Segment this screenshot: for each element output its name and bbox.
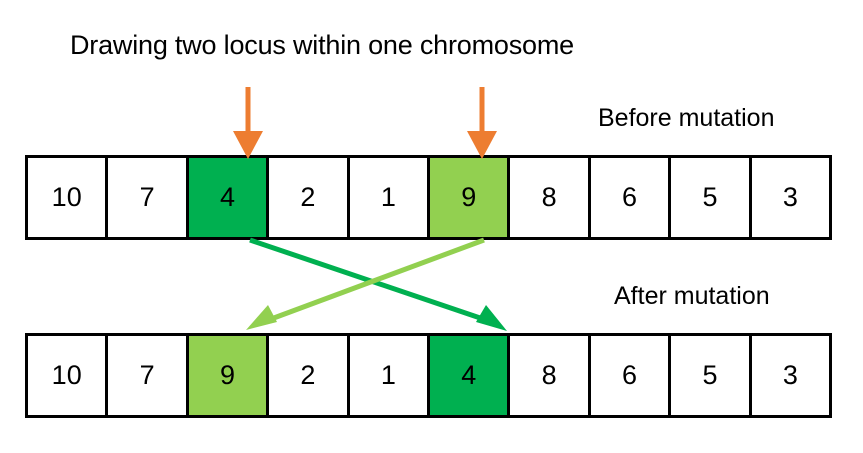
gene-cell-locus-a: 9 [188,336,270,415]
label-after-mutation: After mutation [614,282,770,310]
gene-cell: 10 [28,336,109,415]
gene-cell: 7 [108,158,189,237]
gene-cell: 5 [671,336,752,415]
page-title: Drawing two locus within one chromosome [70,30,574,60]
gene-cell: 2 [269,158,350,237]
gene-cell: 8 [510,336,591,415]
swap-arrow-light-icon [246,237,485,330]
gene-cell: 6 [590,158,672,237]
gene-cell: 6 [590,336,672,415]
chromosome-after: 10 7 9 2 1 4 8 6 5 3 [25,333,832,418]
gene-cell-locus-b: 4 [430,336,511,415]
gene-cell: 8 [510,158,591,237]
gene-cell: 7 [108,336,189,415]
locus-pointer-left-arrow-icon [233,87,263,159]
chromosome-before: 10 7 4 2 1 9 8 6 5 3 [25,155,832,240]
locus-pointer-right-arrow-icon [467,87,497,159]
gene-cell: 1 [349,336,431,415]
gene-cell: 3 [751,336,830,415]
gene-cell: 3 [751,158,830,237]
gene-cell-locus-b: 9 [430,158,511,237]
gene-cell: 10 [28,158,109,237]
gene-cell: 5 [671,158,752,237]
swap-arrow-dark-icon [249,237,507,331]
gene-cell: 2 [269,336,350,415]
gene-cell: 1 [349,158,431,237]
label-before-mutation: Before mutation [598,104,775,132]
gene-cell-locus-a: 4 [188,158,270,237]
